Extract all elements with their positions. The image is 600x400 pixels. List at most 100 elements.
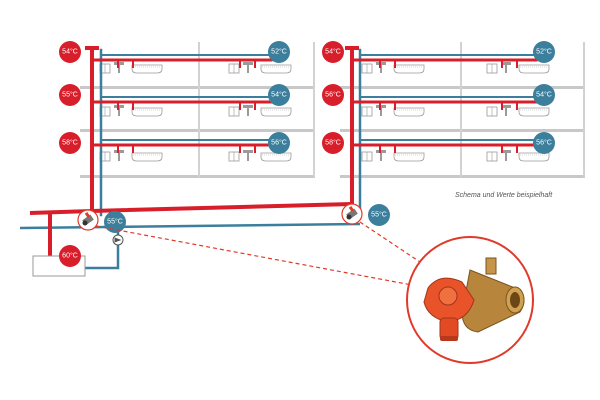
bathtub [393, 107, 425, 117]
temperature-value: 52°C [271, 48, 287, 56]
temperature-value: 56°C [271, 139, 287, 147]
supply-temp-badge: 55°C [59, 84, 81, 106]
sink-pedestal [380, 153, 382, 161]
temperature-badge [322, 132, 344, 154]
bathtub [260, 152, 292, 162]
sink-basin [501, 150, 511, 153]
floor-slab [80, 129, 315, 132]
temperature-badge [104, 211, 126, 233]
bathtub [131, 107, 163, 117]
bathtub [131, 64, 163, 74]
bathtub [518, 107, 550, 117]
temperature-badge [268, 84, 290, 106]
temperature-value: 54°C [62, 48, 78, 56]
temperature-value: 54°C [271, 91, 287, 99]
valve-temp-badge: 55°C [368, 204, 390, 226]
valve-sensor-ring [440, 336, 458, 341]
sink-pedestal [380, 108, 382, 116]
floor-slab [340, 129, 585, 132]
sink-basin [243, 105, 253, 108]
temperature-badge [268, 132, 290, 154]
temperature-badge [59, 41, 81, 63]
bathroom-fixture-set [486, 150, 550, 162]
boiler-temp-badge: 60°C [59, 245, 81, 267]
bathroom-fixture-set [486, 62, 550, 74]
hot-main-pipe [29, 202, 353, 215]
sink-basin [243, 150, 253, 153]
components [32, 203, 363, 277]
valve-detail-callout [95, 221, 534, 364]
bathroom-fixture-set [361, 105, 425, 117]
temperature-value: 55°C [107, 218, 123, 226]
supply-temp-badge: 58°C [59, 132, 81, 154]
valve-outlet-bore [510, 292, 520, 308]
return-temp-badge: 52°C [268, 41, 290, 63]
temperature-badge [322, 84, 344, 106]
return-temp-badge: 54°C [533, 84, 555, 106]
valve-top-port [485, 257, 497, 275]
valve-detail-photo [406, 236, 534, 364]
building-structure [80, 42, 585, 178]
valve-temp-badge: 55°C [104, 211, 126, 233]
bathroom-fixture-set [228, 62, 292, 74]
boiler-return-connection [85, 228, 120, 270]
temperature-value: 58°C [325, 139, 341, 147]
temperature-badge [59, 84, 81, 106]
bathtub [260, 107, 292, 117]
sink-basin [501, 62, 511, 65]
floor-slab [80, 175, 315, 178]
temperature-badge [59, 245, 81, 267]
partition-wall [198, 42, 200, 177]
circulation-pump-icon [112, 234, 124, 246]
bathroom-fixture-set [486, 105, 550, 117]
temperature-value: 60°C [62, 252, 78, 260]
temperature-badge [533, 132, 555, 154]
temperature-badge [533, 41, 555, 63]
outer-wall [313, 42, 315, 177]
temperature-value: 55°C [62, 91, 78, 99]
temperature-value: 52°C [536, 48, 552, 56]
bathroom-fixture-set [99, 62, 163, 74]
bathtub [393, 64, 425, 74]
sink-basin [243, 62, 253, 65]
temperature-value: 55°C [371, 211, 387, 219]
sink-pedestal [118, 65, 120, 73]
return-temp-badge: 54°C [268, 84, 290, 106]
bathroom-fixture-set [228, 105, 292, 117]
bathroom-fixture-set [99, 105, 163, 117]
temperature-badge [268, 41, 290, 63]
outer-wall [583, 42, 585, 177]
supply-temp-badge: 54°C [322, 41, 344, 63]
sink-pedestal [380, 65, 382, 73]
return-temp-badge: 56°C [268, 132, 290, 154]
bathtub [393, 152, 425, 162]
temperature-value: 54°C [325, 48, 341, 56]
sink-pedestal [505, 65, 507, 73]
temperature-value: 54°C [536, 91, 552, 99]
sink-pedestal [505, 108, 507, 116]
bathroom-fixture-set [361, 150, 425, 162]
return-temp-badge: 52°C [533, 41, 555, 63]
floor-slab [340, 86, 585, 89]
thermostatic-circulation-valve-icon [341, 203, 363, 225]
callout-leader [95, 225, 413, 286]
thermostatic-circulation-valve-icon [77, 209, 99, 231]
bathtub [518, 152, 550, 162]
return-temp-badge: 56°C [533, 132, 555, 154]
temperature-value: 56°C [536, 139, 552, 147]
temperature-badge [533, 84, 555, 106]
supply-temp-badge: 54°C [59, 41, 81, 63]
circulation-main-pipe [19, 222, 361, 230]
sink-pedestal [118, 108, 120, 116]
bathtub [260, 64, 292, 74]
sink-pedestal [247, 108, 249, 116]
temperature-labels: 54°C 52°C 55°C 54°C 58°C 56°C 54°C 52°C 56°C 54°C… [59, 41, 555, 267]
valve-adjust-dial [438, 286, 458, 306]
sink-pedestal [118, 153, 120, 161]
bathtub [131, 152, 163, 162]
bathroom-fixture-set [99, 150, 163, 162]
temperature-badge [322, 41, 344, 63]
sink-pedestal [247, 153, 249, 161]
disclaimer-note: Schema und Werte beispielhaft [455, 192, 553, 199]
